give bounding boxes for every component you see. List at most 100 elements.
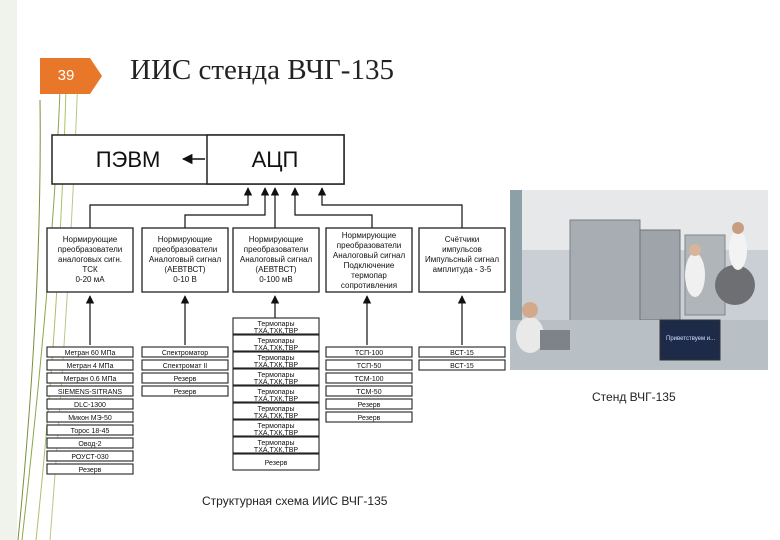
normalizer-text: сопротивления: [341, 281, 397, 290]
normalizer-text: 0-100 мВ: [259, 275, 293, 284]
sensor-box: Спектромат II: [141, 359, 229, 371]
normalizer-text: преобразователи: [58, 245, 122, 254]
sensor-box: Резерв: [46, 463, 134, 475]
sensor-label: Резерв: [358, 402, 381, 409]
sensor-box: Резерв: [232, 453, 320, 471]
sensor-label: Термопары: [258, 338, 295, 345]
sensor-label: Резерв: [174, 376, 197, 383]
sensor-label: Спектромат II: [163, 363, 208, 370]
sensor-box: ТСП-100: [325, 346, 413, 358]
sensor-label: ТСМ-100: [354, 376, 383, 383]
normalizer-text: Аналоговый сигнал: [333, 251, 406, 260]
sensor-label: ТХА,ТХК,ТВР: [254, 430, 298, 437]
slide-sidebar: [0, 0, 17, 540]
normalizer-text: 0-20 мА: [75, 275, 105, 284]
normalizer-text: Аналоговый сигнал: [149, 255, 222, 264]
sensor-label: ТХА,ТХК,ТВР: [254, 379, 298, 386]
sensor-label: Микон МЭ-50: [68, 415, 112, 422]
sensor-box: ТСП-50: [325, 359, 413, 371]
sensor-label: Термопары: [258, 389, 295, 396]
sensor-box: Резерв: [325, 411, 413, 423]
sensor-label: SIEMENS-SITRANS: [58, 389, 123, 396]
sensor-label: Торос 18-45: [71, 428, 110, 435]
sensor-label: Резерв: [358, 415, 381, 422]
sensor-label: ВСТ-15: [450, 350, 474, 357]
sensor-box: Торос 18-45: [46, 424, 134, 436]
sensor-label: Метран 4 МПа: [67, 363, 114, 370]
sensor-label: ТХА,ТХК,ТВР: [254, 396, 298, 403]
normalizer-text: Нормирующие: [342, 231, 397, 240]
sensor-label: ТХА,ТХК,ТВР: [254, 328, 298, 335]
sensor-box: Метран 0.6 МПа: [46, 372, 134, 384]
sensor-label: ТСП-100: [355, 350, 383, 357]
normalizer-text: 0-10 В: [173, 275, 197, 284]
adc-box: [206, 134, 345, 185]
sensor-label: Термопары: [258, 406, 295, 413]
normalizer-text: (АЕВТВСТ): [255, 265, 296, 274]
sensor-label: Термопары: [258, 321, 295, 328]
sensor-label: ВСТ-15: [450, 363, 474, 370]
normalizer-text: преобразователи: [244, 245, 308, 254]
sensor-label: Термопары: [258, 355, 295, 362]
normalizer-text: Импульсный сигнал: [425, 255, 499, 264]
normalizer-text: амплитуда - 3-5: [433, 265, 492, 274]
sensor-label: Резерв: [174, 389, 197, 396]
normalizer-text: Счётчики: [445, 235, 480, 244]
slide-number: 39: [57, 67, 75, 84]
sensor-label: ТХА,ТХК,ТВР: [254, 447, 298, 454]
normalizer-text: ТСК: [82, 265, 98, 274]
sensor-label: Резерв: [265, 460, 288, 467]
sensor-box: Метран 4 МПа: [46, 359, 134, 371]
sensor-label: Овод-2: [78, 441, 101, 448]
sensor-box: Микон МЭ-50: [46, 411, 134, 423]
sensor-label: ТСП-50: [357, 363, 382, 370]
sensor-label: Метран 0.6 МПа: [64, 376, 117, 383]
normalizer-text: Нормирующие: [63, 235, 118, 244]
slide-title: ИИС стенда ВЧГ-135: [130, 54, 394, 86]
sensor-box: Метран 60 МПа: [46, 346, 134, 358]
sensor-box: Спектроматор: [141, 346, 229, 358]
sensor-box: Резерв: [141, 385, 229, 397]
sensor-box: Овод-2: [46, 437, 134, 449]
sensor-box: ВСТ-15: [418, 346, 506, 358]
sensor-box: ТСМ-100: [325, 372, 413, 384]
sensor-label: Термопары: [258, 440, 295, 447]
stand-photo: Приветствуем и...: [510, 190, 768, 370]
adc-box-label: АЦП: [252, 147, 299, 172]
photo-screen-text: Приветствуем и...: [666, 336, 715, 342]
normalizer-text: Аналоговый сигнал: [240, 255, 313, 264]
sensor-label: ТХА,ТХК,ТВР: [254, 345, 298, 352]
normalizer-text: аналоговых сигн.: [58, 255, 122, 264]
sensor-box: ТСМ-50: [325, 385, 413, 397]
sensor-box: ВСТ-15: [418, 359, 506, 371]
normalizer-text: (АЕВТВСТ): [164, 265, 205, 274]
sensor-box: SIEMENS-SITRANS: [46, 385, 134, 397]
normalizer-text: преобразователи: [153, 245, 217, 254]
sensor-label: Термопары: [258, 372, 295, 379]
sensor-label: DLC-1300: [74, 402, 106, 409]
normalizer-text: импульсов: [442, 245, 482, 254]
normalizer-text: термопар: [351, 271, 387, 280]
sensor-label: Метран 60 МПа: [65, 350, 116, 357]
sensor-label: РОУСТ-030: [71, 454, 108, 461]
sensor-box: Резерв: [141, 372, 229, 384]
diagram-caption: Структурная схема ИИС ВЧГ-135: [202, 494, 388, 508]
sensor-label: ТХА,ТХК,ТВР: [254, 362, 298, 369]
slide-number-badge: [40, 58, 102, 94]
normalizer-text: Нормирующие: [249, 235, 304, 244]
sensor-label: Спектроматор: [162, 350, 208, 357]
sensor-box: DLC-1300: [46, 398, 134, 410]
sensor-label: Резерв: [79, 467, 102, 474]
